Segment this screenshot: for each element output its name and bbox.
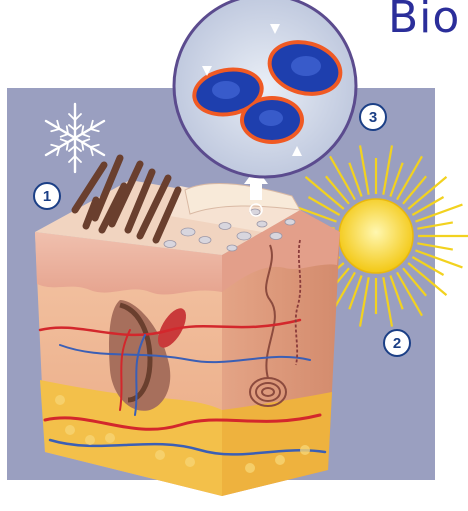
svg-text:3: 3 — [369, 109, 377, 126]
svg-text:1: 1 — [43, 188, 51, 205]
callout-1: 1 — [34, 183, 60, 209]
skin-block — [35, 158, 340, 496]
svg-text:2: 2 — [393, 335, 401, 352]
callout-3: 3 — [360, 104, 386, 130]
magnified-cells — [174, 0, 356, 177]
callout-2: 2 — [384, 330, 410, 356]
page-title: Bio — [388, 0, 460, 43]
